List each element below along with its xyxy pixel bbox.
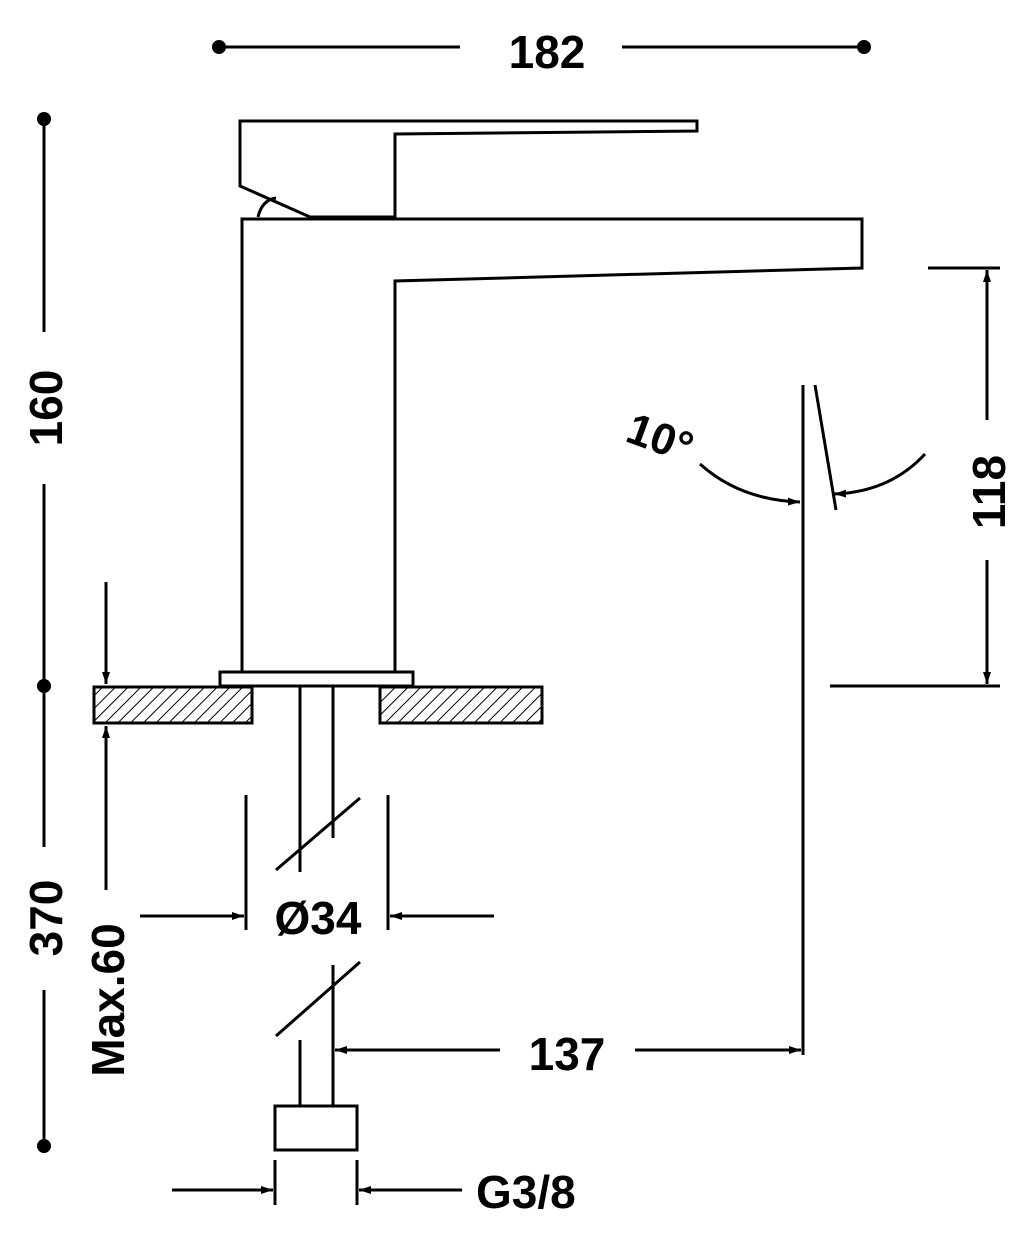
dimension-deck-thickness: Max.60 [82, 582, 134, 1077]
connection-thread-label: G3/8 [476, 1166, 576, 1218]
supply-pipe [273, 686, 361, 1152]
spout-clearance-label: 118 [963, 455, 1015, 529]
dimension-left-heights: 160 370 [20, 112, 72, 1153]
dimension-hole-diameter: Ø34 [140, 795, 494, 944]
total-height-label: 160 [20, 370, 72, 447]
deck-thickness-label: Max.60 [82, 923, 134, 1076]
dimension-lever-angle: 10° [620, 384, 927, 511]
spout-reach-label: 137 [529, 1028, 606, 1080]
overall-width-label: 182 [509, 26, 586, 78]
dimension-overall-width: 182 [212, 26, 871, 78]
faucet-body [218, 119, 864, 688]
lever-angle-label: 10° [620, 404, 699, 473]
hole-diameter-label: Ø34 [275, 892, 362, 944]
lower-height-label: 370 [20, 880, 72, 957]
dimension-connection-thread: G3/8 [172, 1160, 576, 1218]
dimension-spout-reach: 137 [335, 385, 805, 1080]
dimension-spout-clearance: 118 [830, 266, 1015, 688]
countertop [92, 685, 544, 725]
